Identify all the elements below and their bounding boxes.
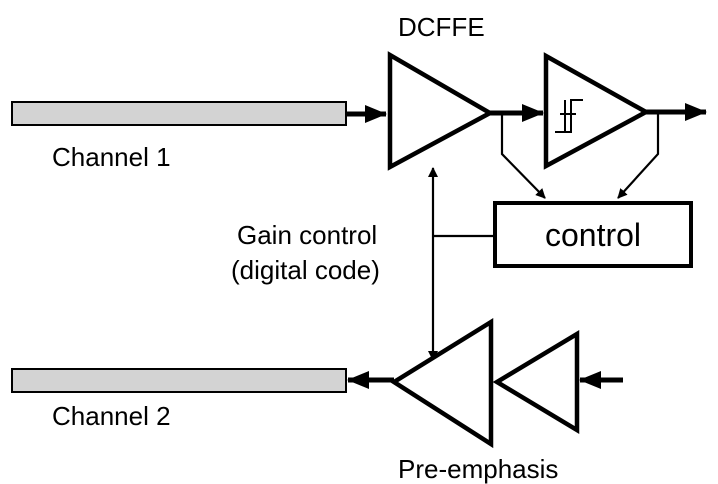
channel-2-bar [11,368,347,393]
channel-1-bar [11,101,347,126]
pre-emphasis-small-driver [492,330,580,434]
limiting-amplifier [543,52,651,170]
dcffe-tap-to-control-arrow [500,113,546,199]
pre-emphasis-main-driver [389,317,494,449]
pre-emphasis-label: Pre-emphasis [398,454,558,484]
gain-control-sublabel: (digital code) [231,255,380,285]
limiter-tap-to-control-arrow [617,112,660,199]
control-block [493,201,693,268]
channel-1-label: Channel 1 [52,142,171,172]
gain-control-label: Gain control [237,220,377,250]
channel-2-label: Channel 2 [52,401,171,431]
dcffe-amplifier [387,51,495,171]
control-block-label: control [545,217,641,253]
hysteresis-icon [555,99,583,133]
dcffe-label: DCFFE [398,12,485,42]
